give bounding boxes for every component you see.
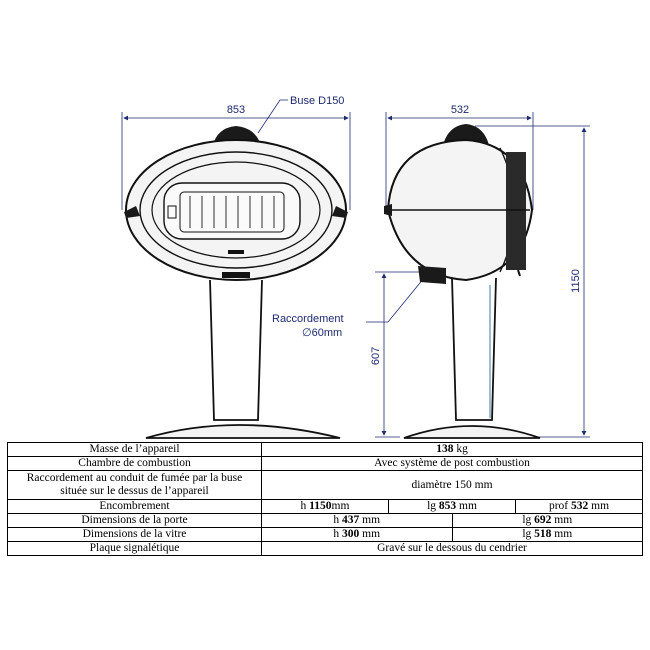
dimension-cell: prof 532 mm [515, 500, 642, 513]
row-value: h 1150mm lg 853 mm prof 532 mm [261, 499, 643, 514]
row-value: Gravé sur le dessous du cendrier [261, 541, 643, 556]
row-label: Raccordement au conduit de fumée par la … [7, 470, 262, 500]
table-row: Plaque signalétique Gravé sur le dessous… [7, 541, 643, 556]
connection-height-label: 607 [370, 347, 382, 365]
table-row: Encombrement h 1150mm lg 853 mm prof 532… [7, 499, 643, 514]
row-label: Chambre de combustion [7, 456, 262, 471]
front-view: 853 Buse D150 [121, 95, 351, 439]
row-value: 138 kg [261, 442, 643, 457]
flue-label: Buse D150 [290, 95, 344, 107]
dimension-cell: lg 853 mm [388, 500, 515, 513]
specs-table: Masse de l’appareil 138 kg Chambre de co… [7, 442, 643, 556]
row-label: Encombrement [7, 499, 262, 514]
front-width-label: 853 [227, 104, 245, 116]
row-label: Dimensions de la vitre [7, 527, 262, 542]
table-row: Raccordement au conduit de fumée par la … [7, 470, 643, 500]
dimension-cell: h 300 mm [333, 528, 381, 540]
row-value: Avec système de post combustion [261, 456, 643, 471]
dimension-cell: h 437 mm [333, 514, 381, 526]
row-value: h 300 mm lg 518 mm [261, 527, 643, 542]
side-height-label: 1150 [570, 269, 582, 293]
row-label-line1: Raccordement au conduit de fumée par la … [26, 472, 243, 484]
side-view: 532 1150 607 Raccordement ∅60mm [272, 104, 590, 439]
row-label: Plaque signalétique [7, 541, 262, 556]
row-label: Masse de l’appareil [7, 442, 262, 457]
dimension-cell: h 1150mm [300, 500, 350, 512]
dimension-cell: lg 692 mm [451, 514, 643, 527]
row-label: Dimensions de la porte [7, 513, 262, 528]
dimension-cell: lg 518 mm [451, 528, 643, 541]
connection-label-line2: ∅60mm [302, 327, 342, 339]
connection-label-line1: Raccordement [272, 313, 344, 325]
row-label-line2: située sur le dessus de l’appareil [60, 485, 209, 497]
table-row: Chambre de combustion Avec système de po… [7, 456, 643, 471]
mass-unit: kg [453, 443, 468, 455]
table-row: Dimensions de la porte h 437 mm lg 692 m… [7, 513, 643, 528]
technical-drawing: 853 Buse D150 [121, 95, 590, 439]
row-value: h 437 mm lg 692 mm [261, 513, 643, 528]
table-row: Dimensions de la vitre h 300 mm lg 518 m… [7, 527, 643, 542]
table-row: Masse de l’appareil 138 kg [7, 442, 643, 457]
mass-value: 138 [436, 443, 454, 455]
side-depth-label: 532 [451, 104, 469, 116]
row-value: diamètre 150 mm [261, 470, 643, 500]
